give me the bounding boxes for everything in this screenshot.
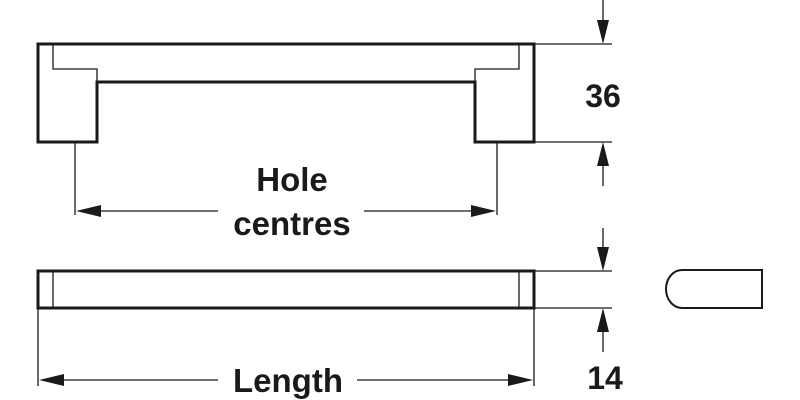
hole-centres-arrow-left (76, 205, 101, 217)
end-profile (665, 269, 763, 309)
front-view-inner-right-step (474, 44, 520, 82)
hole-centres-label-line1: Hole (256, 161, 328, 198)
height-dimension: 36 (534, 0, 621, 186)
depth-dimension: 14 (534, 228, 623, 396)
length-arrow-left (39, 374, 64, 386)
top-view (36, 269, 536, 310)
length-arrow-right (508, 374, 533, 386)
front-view-outline (36, 42, 536, 144)
height-arrow-top (597, 20, 609, 44)
height-label: 36 (585, 78, 621, 114)
top-view-outline (36, 269, 536, 310)
depth-arrow-top (597, 247, 609, 271)
end-profile-outline (665, 269, 763, 309)
front-view (36, 42, 536, 144)
hole-centres-dimension: Hole centres (74, 142, 498, 242)
depth-arrow-bottom (597, 308, 609, 332)
length-dimension: Length (37, 308, 535, 399)
hole-centres-label-line2: centres (233, 205, 350, 242)
height-arrow-bottom (597, 142, 609, 166)
hole-centres-arrow-right (471, 205, 496, 217)
front-view-inner-left-step (52, 44, 98, 82)
depth-label: 14 (587, 360, 623, 396)
length-label: Length (233, 362, 343, 399)
